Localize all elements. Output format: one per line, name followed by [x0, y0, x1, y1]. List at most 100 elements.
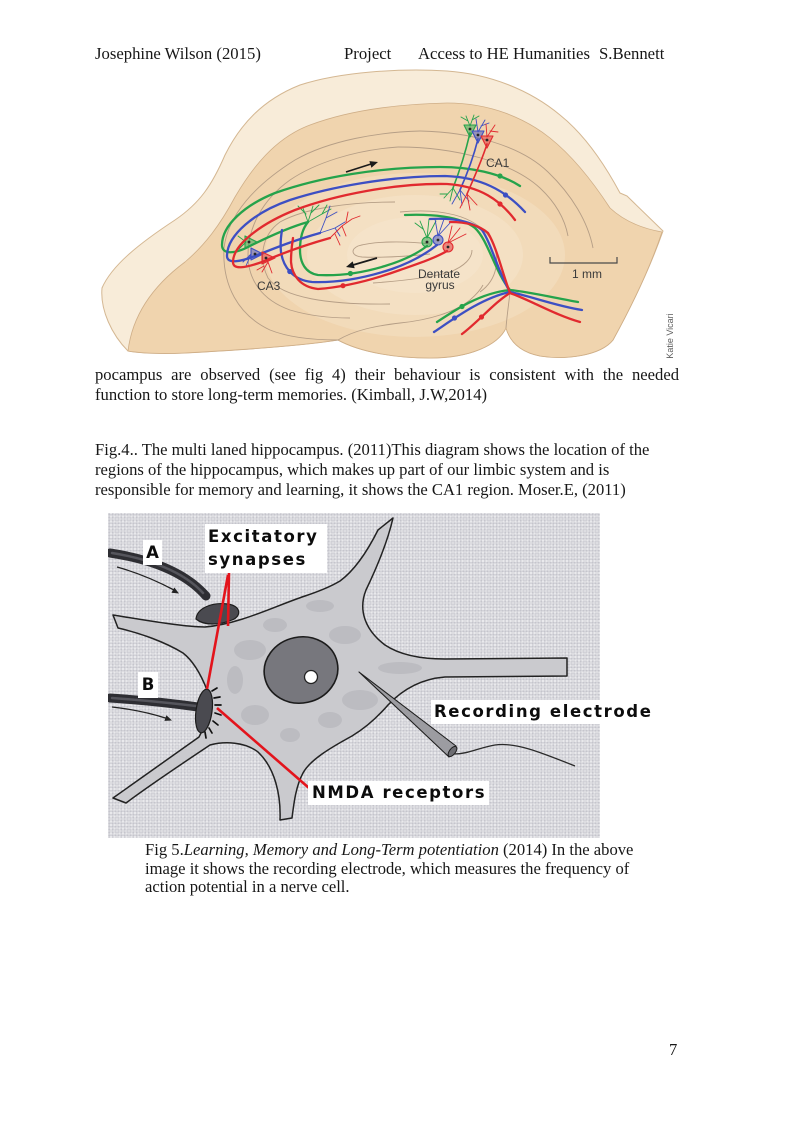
ca1-apical-dendrite-green — [452, 132, 471, 189]
direction-marker-red — [340, 283, 346, 289]
tissue-layer-line — [397, 146, 569, 237]
direction-marker-red — [497, 201, 503, 207]
cell-nucleus-dot — [425, 240, 429, 244]
neuron-cell-body — [112, 517, 568, 821]
direction-marker-blue — [502, 192, 509, 198]
synapse-b-label: B — [138, 672, 158, 698]
mossy-fiber-red — [289, 236, 449, 291]
direction-marker-green — [497, 173, 503, 179]
arrowhead — [171, 587, 179, 594]
perforant-path-green — [403, 213, 580, 324]
cell-nucleus-dot — [247, 240, 251, 244]
cell-nuclei — [247, 127, 489, 260]
input-arrow-b — [111, 706, 168, 720]
cell-nucleus-dot — [264, 256, 268, 260]
recording-electrode-label: Recording electrode — [431, 700, 655, 724]
header-course: Access to HE Humanities — [418, 44, 590, 63]
cytoplasm-granule — [318, 712, 342, 728]
arrowhead — [346, 261, 355, 269]
scale-bar-label: 1 mm — [572, 267, 602, 281]
tissue-layer-line — [419, 130, 594, 249]
cell-nucleus-dot — [436, 238, 440, 242]
leader-line-nmda — [216, 707, 310, 789]
tissue-layer-line — [372, 249, 473, 284]
electrode-wire — [453, 743, 576, 767]
caption-line: image it shows the recording electrode, … — [145, 858, 630, 878]
caption-line: Fig 5.Learning, Memory and Long-Term pot… — [145, 840, 634, 860]
figure-5-source-title: Learning, Memory and Long-Term potentiat… — [183, 840, 499, 859]
pathway-red — [231, 123, 582, 336]
ca1-pyramidal-cell-red — [480, 135, 494, 149]
arrow-right-icon — [345, 163, 372, 173]
cytoplasm-granule — [280, 728, 300, 742]
ca1-label: CA1 — [486, 156, 510, 170]
page-header: Josephine Wilson (2015) Project Access t… — [0, 0, 800, 64]
dentate-gyrus-label-line-1: Dentate — [418, 267, 460, 281]
tissue-layer-line — [352, 241, 431, 258]
tissue-layer-line — [505, 291, 511, 329]
axon-b-core — [110, 696, 198, 708]
caption-text: (2014) In the above — [498, 840, 634, 859]
leader-line-synapse-b — [205, 574, 230, 690]
tissue-layer-line — [223, 130, 421, 341]
caption-line: regions of the hippocampus, which makes … — [95, 459, 610, 479]
leader-line-synapse-a — [226, 571, 231, 627]
ca3-pyramidal-cell-red — [261, 251, 276, 265]
tissue-layer-line — [337, 284, 484, 341]
input-arrow-a — [116, 566, 175, 591]
annotation-leader-lines — [205, 571, 310, 789]
flow-direction-arrows — [345, 161, 378, 269]
nucleus — [263, 636, 339, 704]
dendritic-branches-blue — [242, 118, 490, 267]
synaptic-terminal-b — [194, 688, 214, 734]
cytoplasm-granule — [342, 690, 378, 710]
nmda-receptor-spines — [204, 687, 222, 739]
cytoplasm-granule — [227, 666, 243, 694]
body-paragraph: pocampus are observed (see fig 4) their … — [95, 365, 679, 405]
direction-marker-blue — [451, 315, 458, 321]
dendritic-branches-green — [237, 114, 480, 250]
caption-line: action potential in a nerve cell. — [145, 877, 350, 896]
cell-nucleus-dot — [476, 133, 480, 137]
cell-nucleus-dot — [253, 252, 257, 256]
cytoplasm-texture — [227, 600, 422, 742]
cytoplasm-granule — [241, 705, 269, 725]
excitatory-synapses-label-line: synapses — [208, 550, 307, 569]
cell-nucleus-dot — [468, 127, 472, 131]
artist-credit: Katie Vicari — [665, 313, 675, 358]
dendritic-branches-red — [256, 123, 499, 274]
direction-marker-green — [347, 270, 353, 277]
paragraph-line: pocampus are observed (see fig 4) their … — [95, 365, 679, 384]
ca3-pyramidal-cell-blue — [250, 247, 264, 261]
excitatory-synapses-label-line: Excitatory — [208, 527, 319, 546]
header-tutor: S.Bennett — [599, 44, 665, 63]
arrowhead — [369, 161, 378, 168]
cell-nucleus-dot — [446, 245, 450, 249]
mossy-fiber-green — [298, 220, 429, 277]
caption-line: responsible for memory and learning, it … — [95, 479, 626, 499]
hippocampus-section-face — [127, 102, 663, 359]
tissue-layer-line — [262, 201, 396, 305]
cytoplasm-granule — [263, 618, 287, 632]
pathway-green — [220, 114, 580, 324]
direction-marker-green — [459, 303, 465, 310]
ca1-apical-dendrite-red — [466, 143, 488, 195]
cytoplasm-granule — [306, 600, 334, 612]
scale-bar — [549, 257, 618, 264]
nucleolus — [303, 669, 319, 685]
cytoplasm-granule — [378, 662, 422, 674]
figure-4-hippocampus: CA1 CA3 Dentate gyrus 1 mm Katie Vicari — [95, 63, 685, 363]
nmda-receptors-label: NMDA receptors — [308, 781, 489, 805]
ca3-label: CA3 — [257, 279, 281, 293]
axon-a-core — [110, 551, 205, 595]
paragraph-line: function to store long-term memories. (K… — [95, 385, 488, 404]
ca3-pyramidal-cell-green — [244, 235, 258, 249]
neuron-illustration-panel — [108, 513, 600, 838]
caption-line: Fig.4.. The multi laned hippocampus. (20… — [95, 440, 650, 459]
figure-5-caption: Fig 5.Learning, Memory and Long-Term pot… — [145, 840, 634, 897]
hippocampus-diagram: CA1 CA3 Dentate gyrus 1 mm Katie Vicari — [101, 69, 675, 359]
mossy-fiber-blue — [279, 228, 439, 284]
arrow-left-icon — [352, 257, 378, 266]
dentate-gyrus-label-line-2: gyrus — [425, 278, 454, 292]
